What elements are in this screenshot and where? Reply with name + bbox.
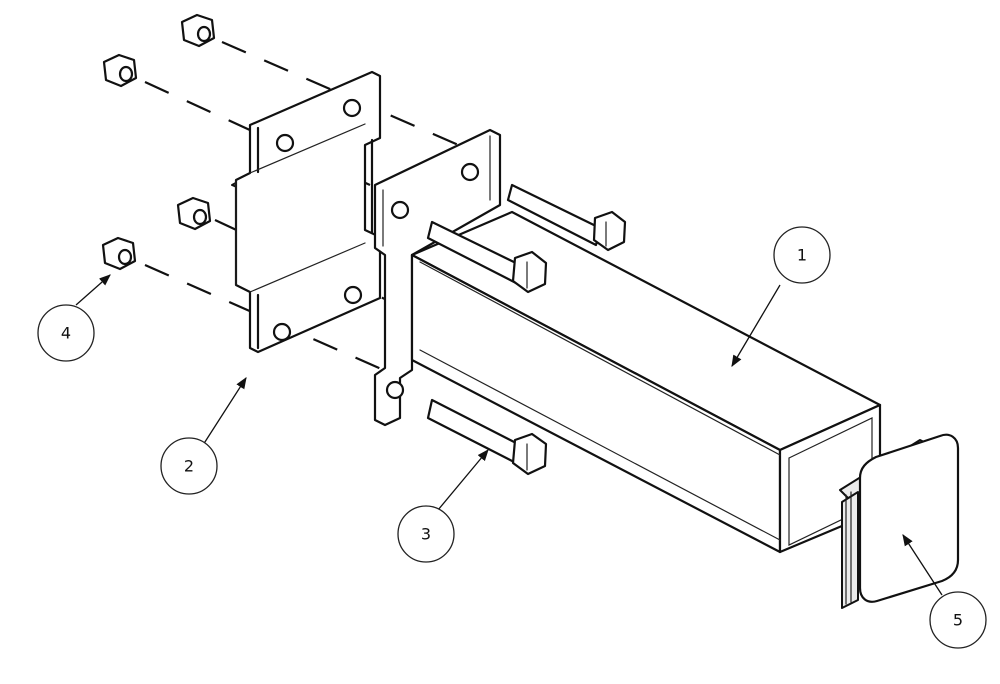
callout-label: 5 (953, 611, 963, 630)
callout-balloon: 5 (929, 591, 987, 649)
end-cap (839, 433, 960, 609)
hex-nut (101, 236, 137, 271)
bolt-hole (460, 162, 480, 182)
bolt-hole (390, 200, 410, 220)
bolt-hole (385, 380, 405, 400)
flange-plate (373, 128, 502, 427)
hex-nut (176, 196, 212, 231)
bolt-hole (342, 98, 362, 118)
hex-nut (102, 53, 138, 88)
callout-balloon: 1 (773, 226, 831, 284)
callout-balloon: 4 (37, 304, 95, 362)
u-channel-bracket (231, 70, 382, 354)
bolt-hole (275, 133, 295, 153)
hex-bolt (506, 183, 627, 252)
bolt-hole (272, 322, 292, 342)
callout-label: 3 (421, 525, 431, 544)
hex-nut (180, 13, 216, 48)
hex-bolt (426, 398, 548, 476)
callout-label: 4 (61, 324, 71, 343)
hex-bolt (426, 220, 548, 294)
callout-balloon: 3 (397, 505, 455, 563)
callout-balloon: 2 (160, 437, 218, 495)
callout-label: 1 (797, 246, 807, 265)
callout-label: 2 (184, 457, 194, 476)
callout-leaders (75, 274, 943, 596)
bolt-hole (343, 285, 363, 305)
